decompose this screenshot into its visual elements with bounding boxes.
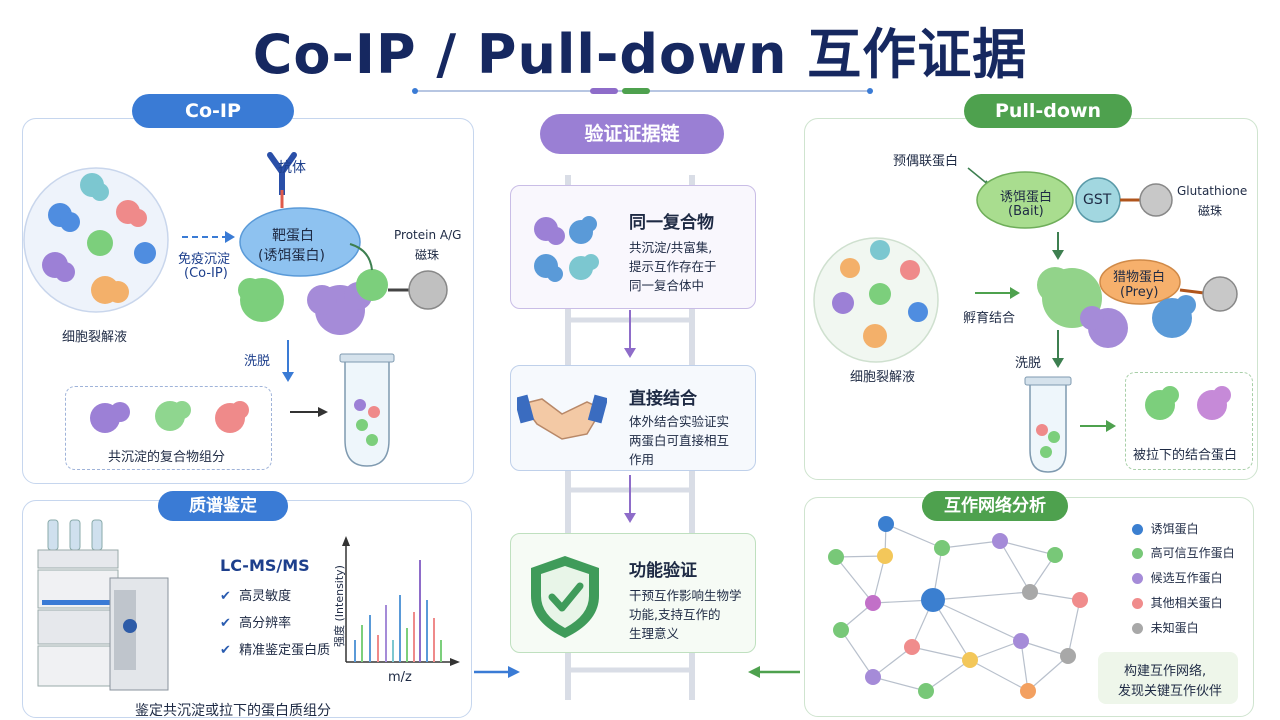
card-direct-binding: 直接结合 体外结合实验证实 两蛋白可直接相互 作用 (510, 365, 756, 471)
pulled-label: 被拉下的结合蛋白 (1133, 448, 1238, 463)
ms-feature-3: ✔ 精准鉴定蛋白质 (220, 639, 330, 658)
ms-xlabel: m/z (388, 670, 412, 685)
card-3-line-1: 干预互作影响生物学 (629, 588, 742, 603)
card-1-line-1: 共沉淀/共富集, (629, 240, 713, 255)
card-3-line-3: 生理意义 (629, 626, 680, 641)
shield-check-icon (531, 556, 599, 638)
network-pill: 互作网络分析 (922, 491, 1068, 521)
legend-label: 其他相关蛋白 (1150, 596, 1223, 610)
legend-dot (1132, 548, 1143, 559)
card-same-complex: 同一复合物 共沉淀/共富集, 提示互作存在于 同一复合体中 (510, 185, 756, 309)
legend-dot (1132, 598, 1143, 609)
network-summary-line-2: 发现关键互作伙伴 (1118, 684, 1223, 699)
beads-label: Protein A/G (394, 228, 462, 242)
lysate-label: 细胞裂解液 (62, 330, 128, 345)
beads-sub-label: 磁珠 (415, 248, 440, 262)
legend-item-high: 高可信互作蛋白 (1132, 544, 1235, 561)
legend-label: 诱饵蛋白 (1150, 522, 1199, 536)
check-icon: ✔ (220, 589, 231, 604)
lysate-proteins-right (832, 240, 928, 348)
elute-label: 洗脱 (244, 354, 271, 369)
pd-elute-label: 洗脱 (1015, 356, 1042, 371)
prey-sub-label: (Prey) (1120, 285, 1159, 300)
ms-method: LC-MS/MS (220, 556, 310, 575)
ms-feature-3-text: 精准鉴定蛋白质 (239, 643, 331, 658)
check-icon: ✔ (220, 616, 231, 631)
legend-dot (1132, 623, 1143, 634)
card-1-text: 共沉淀/共富集, 提示互作存在于 同一复合体中 (629, 238, 717, 295)
legend-dot (1132, 524, 1143, 535)
card-2-text: 体外结合实验证实 两蛋白可直接相互 作用 (629, 412, 729, 469)
card-1-line-3: 同一复合体中 (629, 278, 705, 293)
ip-sub-label: (Co-IP) (184, 266, 228, 281)
glutathione-sub-label: 磁珠 (1198, 204, 1223, 218)
ms-feature-2-text: 高分辨率 (239, 616, 292, 631)
ms-pill: 质谱鉴定 (158, 491, 288, 521)
ms-caption: 鉴定共沉淀或拉下的蛋白质组分 (135, 703, 331, 719)
pulldown-pill: Pull-down (964, 94, 1132, 128)
card-2-line-1: 体外结合实验证实 (629, 414, 730, 429)
coip-complex-box (65, 386, 272, 470)
lysate-proteins-left (42, 173, 156, 304)
legend-label: 高可信互作蛋白 (1150, 546, 1235, 560)
bait-sub-label: (Bait) (1008, 204, 1044, 219)
ms-feature-1: ✔ 高灵敏度 (220, 585, 291, 604)
coip-pill: Co-IP (132, 94, 294, 128)
complex-icon (534, 216, 599, 282)
card-2-line-2: 两蛋白可直接相互 (629, 433, 730, 448)
card-1-title: 同一复合物 (629, 213, 714, 233)
handshake-icon (517, 394, 607, 440)
pd-lysate-label: 细胞裂解液 (850, 370, 916, 385)
network-summary-box (1098, 652, 1238, 704)
bait-label: 诱饵蛋白 (1000, 190, 1053, 205)
complex-label: 共沉淀的复合物组分 (108, 450, 226, 465)
antibody-label: 抗体 (278, 160, 306, 176)
network-summary-line-1: 构建互作网络, (1124, 664, 1207, 679)
target-label: 靶蛋白 (272, 228, 314, 244)
card-1-line-2: 提示互作存在于 (629, 259, 717, 274)
gst-label: GST (1083, 192, 1112, 208)
card-functional: 功能验证 干预互作影响生物学 功能,支持互作的 生理意义 (510, 533, 756, 653)
check-icon: ✔ (220, 643, 231, 658)
chain-pill: 验证证据链 (540, 114, 724, 154)
legend-item-candidate: 候选互作蛋白 (1132, 569, 1223, 586)
card-3-text: 干预互作影响生物学 功能,支持互作的 生理意义 (629, 586, 742, 643)
legend-item-bait: 诱饵蛋白 (1132, 520, 1199, 537)
target-sub-label: (诱饵蛋白) (258, 248, 325, 264)
precoupled-label: 预偶联蛋白 (893, 154, 959, 169)
prey-label: 猎物蛋白 (1113, 270, 1166, 285)
page-title: Co-IP / Pull-down 互作证据 (252, 23, 1028, 86)
legend-label: 未知蛋白 (1150, 621, 1199, 635)
incubate-label: 孵育结合 (963, 311, 1016, 326)
card-2-line-3: 作用 (629, 452, 655, 467)
legend-item-unknown: 未知蛋白 (1132, 619, 1199, 636)
legend-item-related: 其他相关蛋白 (1132, 594, 1223, 611)
card-3-title: 功能验证 (629, 561, 697, 581)
card-3-line-2: 功能,支持互作的 (629, 607, 721, 622)
ip-label: 免疫沉淀 (178, 252, 231, 267)
glutathione-label: Glutathione (1177, 184, 1248, 198)
card-2-title: 直接结合 (629, 389, 697, 409)
legend-dot (1132, 573, 1143, 584)
pulled-box (1125, 372, 1253, 470)
ms-feature-1-text: 高灵敏度 (239, 589, 292, 604)
ms-feature-2: ✔ 高分辨率 (220, 612, 291, 631)
legend-label: 候选互作蛋白 (1150, 571, 1223, 585)
